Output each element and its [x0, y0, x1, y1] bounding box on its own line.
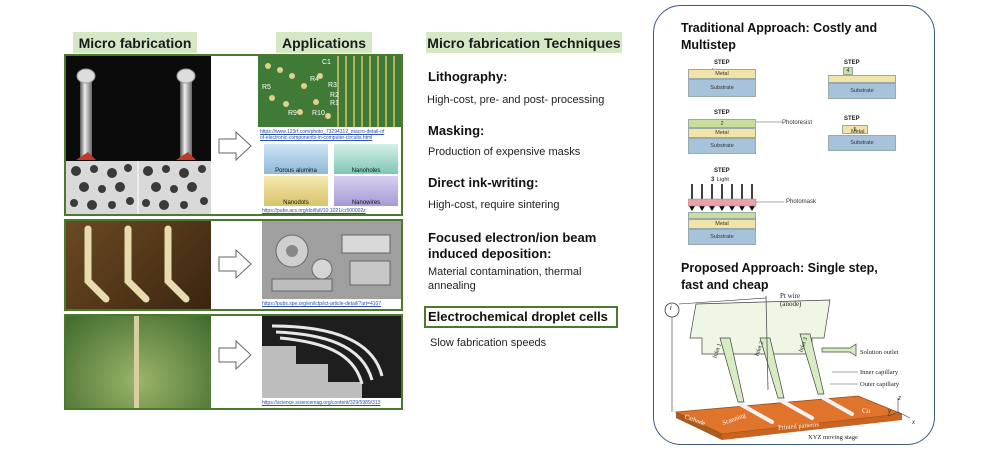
photoresist-leader-line: [756, 121, 782, 123]
step3-label: STEP: [714, 168, 730, 174]
technique-title-electrochemical: Electrochemical droplet cells: [428, 309, 608, 324]
panel-ink-writing: [64, 219, 403, 311]
technique-title-masking: Masking:: [428, 123, 485, 138]
light-label: Light: [717, 177, 729, 183]
proposed-apparatus-diagram: [664, 295, 911, 440]
pcb-photo: C1 R4 R3 R5 R2 R1 R9 R10: [258, 56, 401, 127]
technique-desc-electrochemical: Slow fabrication speeds: [430, 337, 547, 349]
applications-header: Applications: [276, 32, 372, 53]
technique-title-beam-line2: induced deposition:: [428, 246, 552, 261]
panel-lithography: [64, 54, 403, 216]
technique-title-lithography: Lithography:: [428, 69, 508, 84]
url-nano[interactable]: https://pubs.acs.org/doi/full/10.1021/cr…: [262, 208, 366, 214]
pcb-label-r3: R3: [328, 82, 337, 89]
photoresist-label: Photoresist: [782, 120, 813, 126]
traditional-title-line2: Multistep: [681, 38, 736, 52]
arrow-right-icon-2: [218, 248, 252, 280]
cu-label: Cu: [862, 407, 871, 415]
step3-metal: Metal: [688, 219, 756, 229]
technique-title-ink-writing: Direct ink-writing:: [428, 175, 539, 190]
step3-number: 3: [711, 177, 715, 183]
step2-photoresist: 2: [688, 119, 756, 128]
step4-substrate: Substrate: [828, 83, 896, 99]
step5-metal-label: Metal: [851, 129, 865, 135]
step2-metal: Metal: [688, 128, 756, 138]
nanostructures-figure: Porous alumina Nanoholes Nanodots Nanowi…: [262, 143, 400, 206]
capillary-tips-photo: [66, 56, 211, 161]
ammeter-symbol: i: [670, 305, 672, 312]
porous-surface-photo: [66, 161, 211, 214]
arrow-right-icon-3: [218, 339, 252, 371]
step2-label: STEP: [714, 110, 730, 116]
bent-wires-photo: [66, 221, 211, 309]
url-pcb-line1[interactable]: https://www.123rf.com/photo_73294312_mac…: [260, 129, 385, 135]
photomask-label: Photomask: [786, 199, 817, 205]
pcb-label-r10: R10: [312, 110, 325, 117]
nano-nanoholes: Nanoholes: [334, 144, 398, 174]
traditional-title-line1: Traditional Approach: Costly and: [681, 21, 878, 35]
axis-z-label: z: [898, 396, 901, 402]
sem-gears-image: [262, 221, 401, 299]
bent-wires-image: [84, 225, 190, 303]
step5-label: STEP: [844, 116, 860, 122]
outer-capillary-label: Outer capillary: [860, 381, 900, 388]
sem-staircase-photo: [262, 316, 401, 398]
technique-desc-beam-line1: Material contamination, thermal: [428, 266, 582, 278]
inner-capillary-label: Inner capillary: [860, 369, 899, 376]
step5-metal: 5: [842, 125, 868, 134]
sem-gears-photo: [262, 221, 401, 299]
stage-label: XYZ moving stage: [808, 434, 858, 441]
pcb-label-r1: R1: [330, 100, 339, 107]
anode-label: (anode): [780, 300, 802, 308]
exposure-diagram: [688, 184, 784, 211]
url-pcb-line2[interactable]: of-electronic-components-in-computer-cir…: [260, 135, 373, 141]
technique-title-beam-line1: Focused electron/ion beam: [428, 230, 597, 245]
micro-fabrication-header: Micro fabrication: [73, 32, 197, 53]
solution-outlet-label: Solution outlet: [860, 349, 899, 356]
step3-photoresist: [688, 212, 756, 219]
step4-resist: 4: [843, 67, 853, 75]
sem-staircase-image: [262, 324, 384, 398]
step3-substrate: Substrate: [688, 229, 756, 245]
single-wire-image: [134, 316, 139, 408]
axis-y-label: y: [888, 409, 891, 415]
step1-metal: Metal: [688, 69, 756, 79]
step5-substrate: Substrate: [828, 135, 896, 151]
pt-wire-label: Pt wire: [780, 292, 801, 300]
pcb-label-r9: R9: [288, 110, 297, 117]
pcb-label-r5: R5: [262, 84, 271, 91]
step1-label: STEP: [714, 60, 730, 66]
capillary-tips-image: [76, 68, 196, 160]
step4-label: STEP: [844, 60, 860, 66]
technique-desc-masking: Production of expensive masks: [428, 146, 581, 158]
nano-porous-alumina: Porous alumina: [264, 144, 328, 174]
proposed-title-line2: fast and cheap: [681, 278, 769, 292]
single-wire-photo: [66, 316, 211, 408]
technique-desc-ink-writing: High-cost, require sintering: [428, 199, 560, 211]
pcb-label-r2: R2: [330, 92, 339, 99]
porous-surface-image: [70, 161, 208, 214]
arrow-right-icon: [218, 130, 252, 162]
step4-metal: [828, 75, 896, 83]
techniques-header: Micro fabrication Techniques: [426, 32, 622, 53]
axis-x-label: x: [912, 420, 915, 426]
proposed-title-line1: Proposed Approach: Single step,: [681, 261, 878, 275]
nano-nanowires: Nanowires: [334, 176, 398, 206]
url-staircase[interactable]: https://science.sciencemag.org/content/3…: [262, 400, 381, 406]
technique-desc-lithography: High-cost, pre- and post- processing: [427, 94, 605, 106]
nano-nanodots: Nanodots: [264, 176, 328, 206]
pcb-label-c1: C1: [322, 59, 331, 66]
pcb-label-r4: R4: [310, 76, 319, 83]
pcb-image: [265, 56, 395, 127]
url-gears[interactable]: https://pubs.spe.org/en/ictp/ict-article…: [262, 301, 382, 307]
panel-deposition: [64, 314, 403, 410]
step1-substrate: Substrate: [688, 79, 756, 97]
technique-desc-beam-line2: annealing: [428, 280, 476, 292]
step2-substrate: Substrate: [688, 138, 756, 154]
electrochemical-highlight-box: [424, 306, 618, 328]
